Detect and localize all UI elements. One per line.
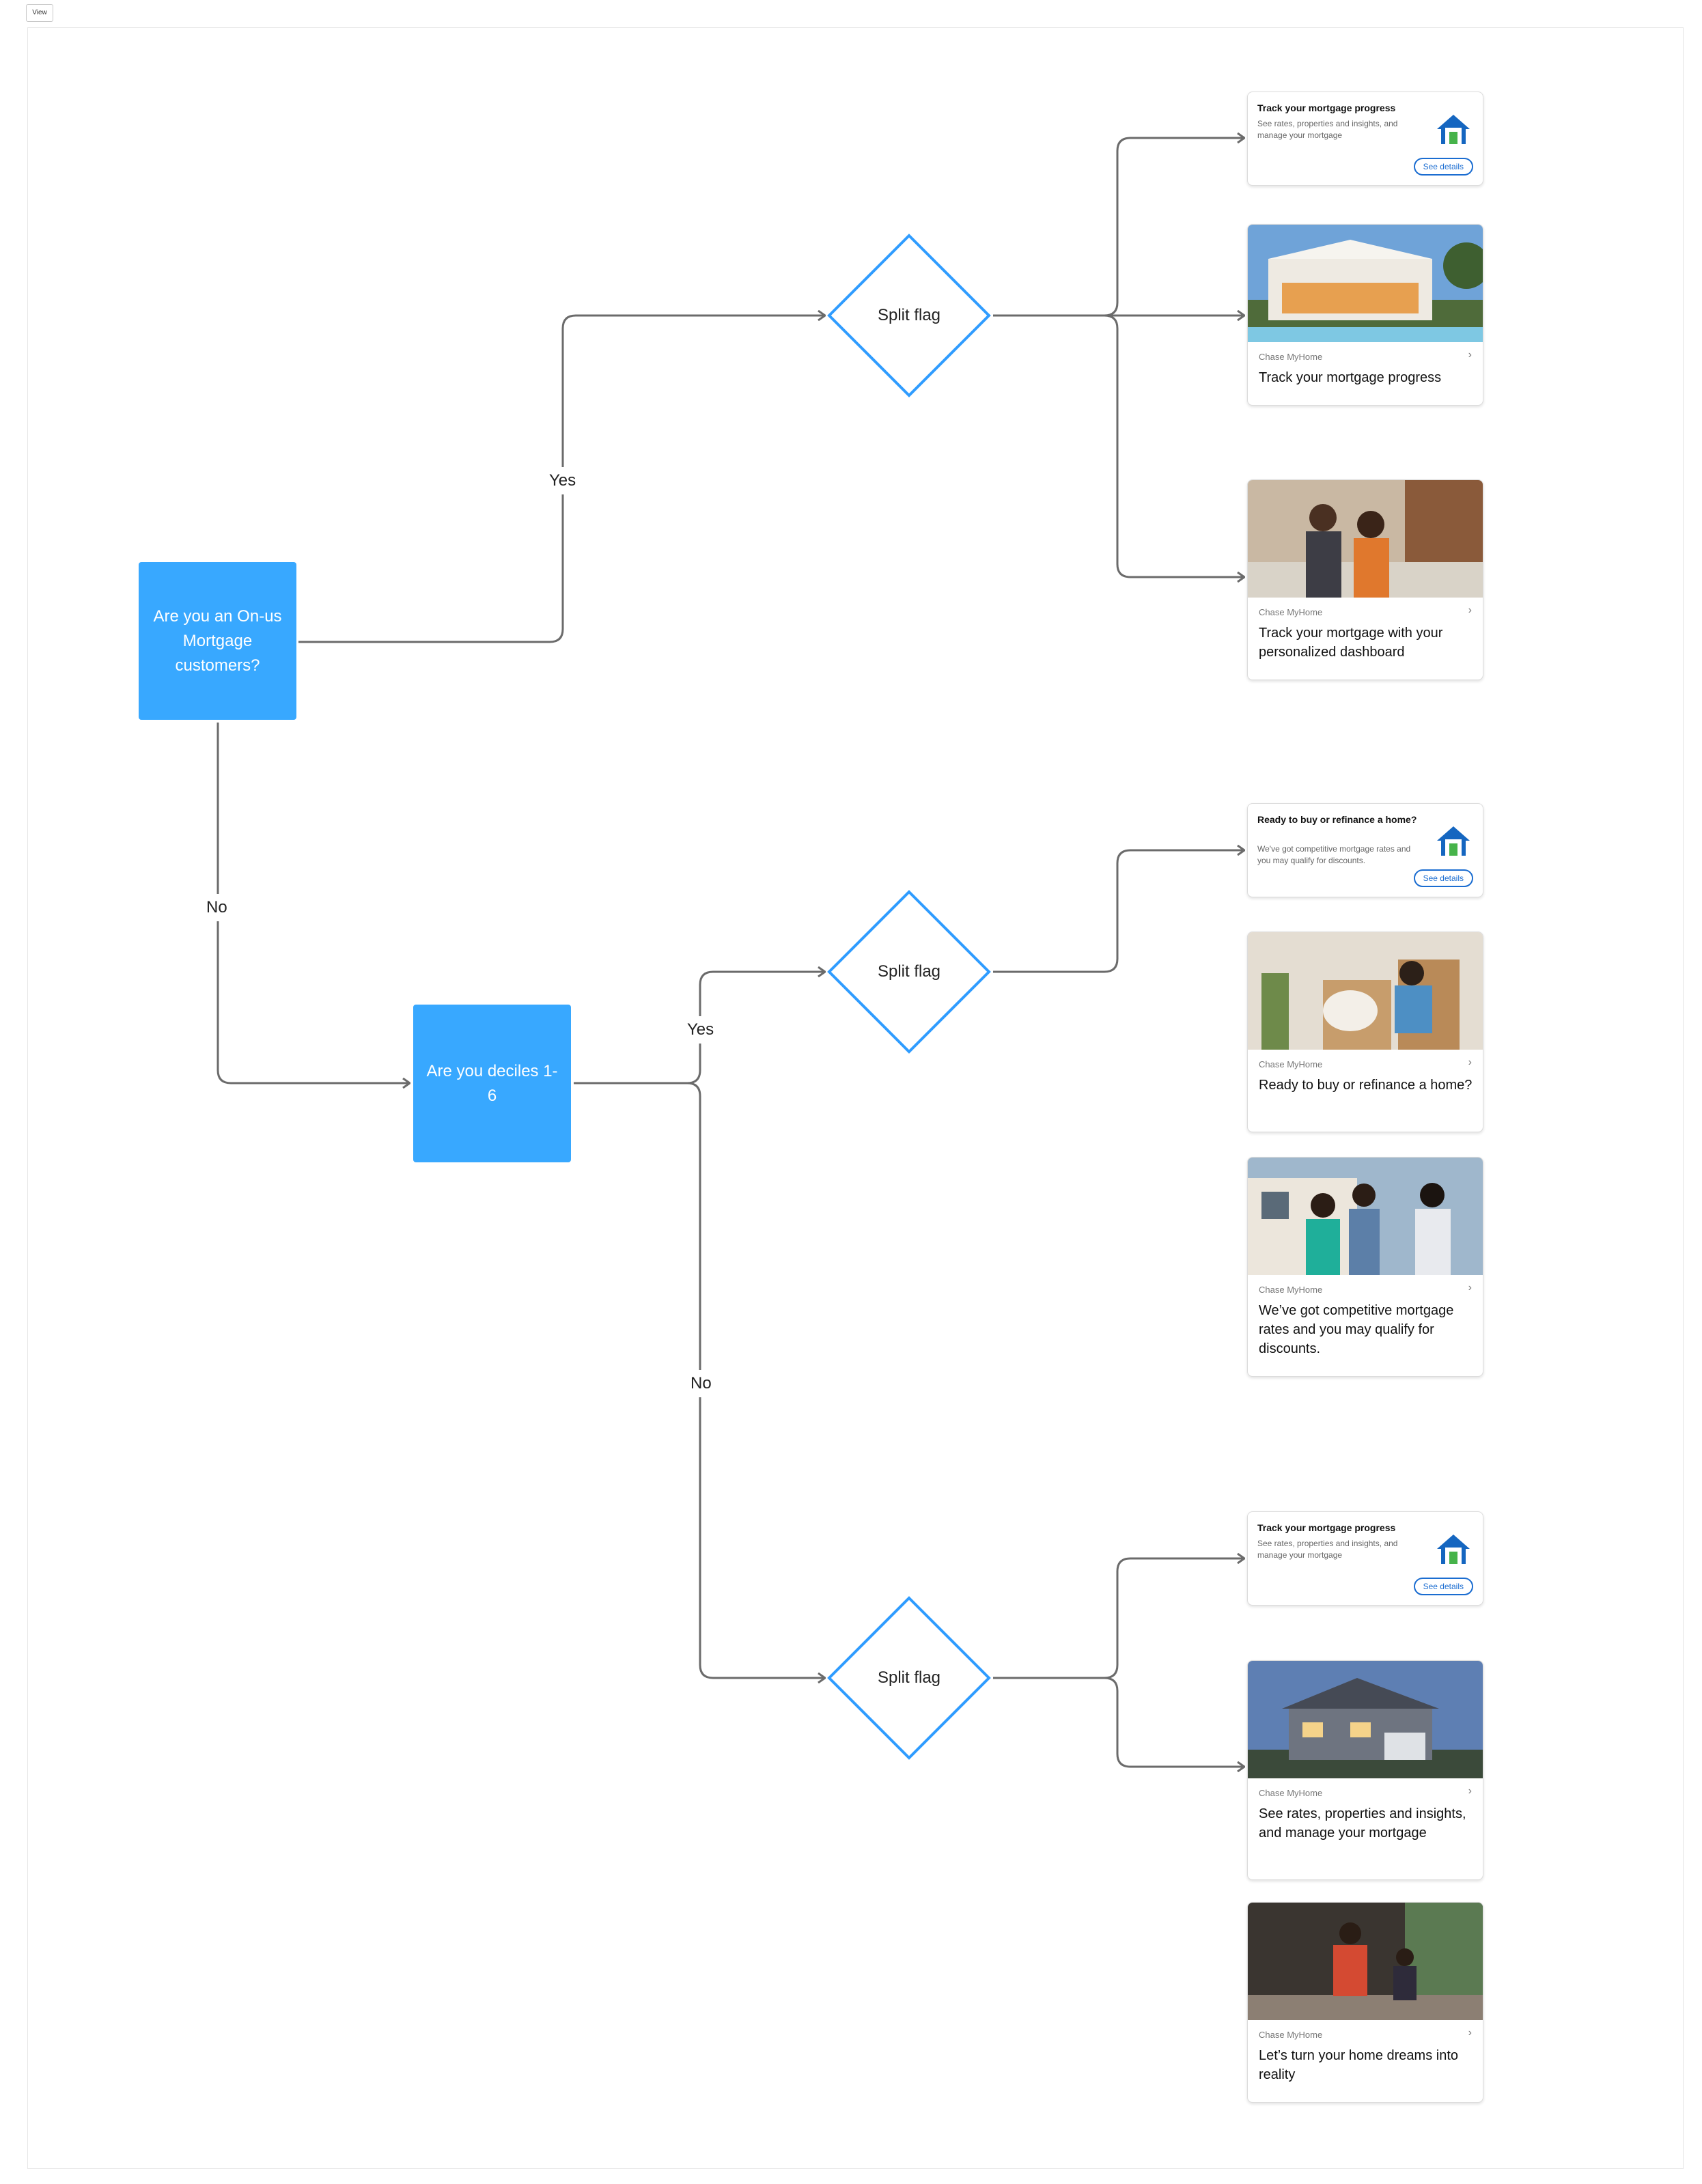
modern-house-photo	[1248, 225, 1483, 342]
decision-deciles[interactable]: Are you deciles 1-6	[413, 1005, 571, 1162]
connector-sf2-card1	[993, 850, 1244, 972]
connector-sf1-card3	[1104, 316, 1244, 577]
card-headline: See rates, properties and insights, and …	[1259, 1804, 1475, 1843]
connector-sf3-card2	[1104, 1678, 1244, 1767]
card-brand: Chase MyHome	[1259, 1285, 1322, 1295]
split-flag-label: Split flag	[841, 305, 977, 326]
image-card[interactable]: Chase MyHome › Ready to buy or refinance…	[1247, 932, 1483, 1132]
promo-card-body: See rates, properties and insights, and …	[1257, 118, 1421, 141]
card-brand: Chase MyHome	[1259, 352, 1322, 362]
card-brand: Chase MyHome	[1259, 2030, 1322, 2040]
image-card[interactable]: Chase MyHome › We’ve got competitive mor…	[1247, 1157, 1483, 1377]
card-brand: Chase MyHome	[1259, 1788, 1322, 1798]
card-headline: Ready to buy or refinance a home?	[1259, 1076, 1475, 1095]
family-moving-photo	[1248, 1903, 1483, 2020]
house-icon	[1435, 113, 1472, 147]
promo-card-small[interactable]: Ready to buy or refinance a home? We've …	[1247, 803, 1483, 897]
image-card[interactable]: Chase MyHome › Track your mortgage with …	[1247, 479, 1483, 680]
chevron-right-icon: ›	[1468, 1282, 1472, 1294]
promo-card-body: See rates, properties and insights, and …	[1257, 1538, 1421, 1561]
see-details-button[interactable]: See details	[1414, 158, 1473, 176]
handshake-photo	[1248, 1158, 1483, 1275]
connector-sf3-card1	[993, 1558, 1244, 1678]
chevron-right-icon: ›	[1468, 604, 1472, 617]
promo-card-title: Track your mortgage progress	[1257, 100, 1421, 115]
chevron-right-icon: ›	[1468, 349, 1472, 361]
image-card[interactable]: Chase MyHome › Track your mortgage progr…	[1247, 224, 1483, 406]
promo-card-small[interactable]: Track your mortgage progress See rates, …	[1247, 1511, 1483, 1606]
promo-card-small[interactable]: Track your mortgage progress See rates, …	[1247, 92, 1483, 186]
suburban-house-photo	[1248, 1661, 1483, 1778]
decision-onus-mortgage[interactable]: Are you an On-us Mortgage customers?	[139, 562, 296, 720]
card-headline: We’ve got competitive mortgage rates and…	[1259, 1301, 1475, 1358]
moving-boxes-photo	[1248, 932, 1483, 1050]
edge-label-yes: Yes	[682, 1016, 719, 1044]
card-headline: Track your mortgage with your personaliz…	[1259, 624, 1475, 662]
card-headline: Let’s turn your home dreams into reality	[1259, 2046, 1475, 2084]
card-headline: Track your mortgage progress	[1259, 368, 1475, 387]
split-flag-label: Split flag	[841, 962, 977, 982]
house-icon	[1435, 1532, 1472, 1567]
promo-card-title: Track your mortgage progress	[1257, 1520, 1421, 1535]
chevron-right-icon: ›	[1468, 1785, 1472, 1797]
couple-kitchen-photo	[1248, 480, 1483, 598]
edge-label-no: No	[685, 1370, 717, 1397]
card-brand: Chase MyHome	[1259, 607, 1322, 617]
split-flag-label: Split flag	[841, 1668, 977, 1688]
edge-label-no: No	[201, 894, 233, 921]
promo-card-title: Ready to buy or refinance a home?	[1257, 812, 1421, 827]
see-details-button[interactable]: See details	[1414, 1578, 1473, 1595]
see-details-button[interactable]: See details	[1414, 869, 1473, 887]
chevron-right-icon: ›	[1468, 1056, 1472, 1069]
image-card[interactable]: Chase MyHome › See rates, properties and…	[1247, 1660, 1483, 1880]
edge-label-yes: Yes	[544, 467, 581, 494]
chevron-right-icon: ›	[1468, 2027, 1472, 2039]
card-brand: Chase MyHome	[1259, 1059, 1322, 1069]
connector-sf1-card1	[993, 138, 1244, 316]
house-icon	[1435, 824, 1472, 858]
image-card[interactable]: Chase MyHome › Let’s turn your home drea…	[1247, 1902, 1483, 2103]
connector-q1-no	[218, 723, 410, 1083]
promo-card-body: We've got competitive mortgage rates and…	[1257, 843, 1421, 867]
